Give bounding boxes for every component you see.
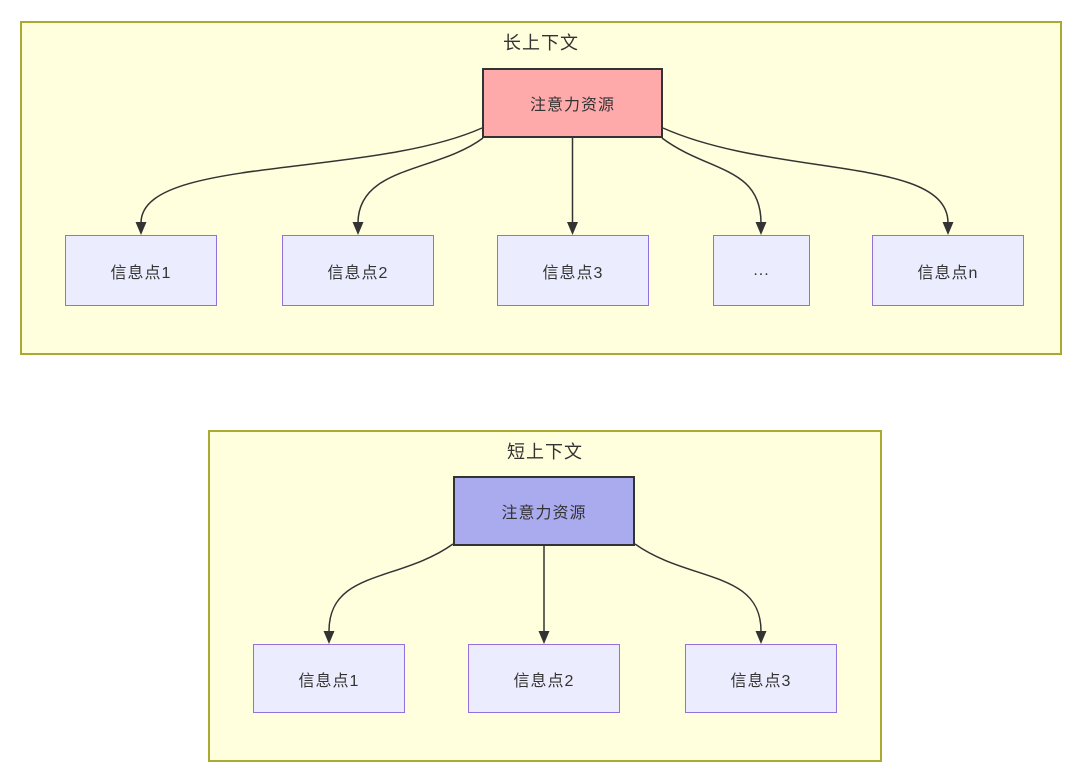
long-context-title: 长上下文 — [503, 33, 579, 53]
short-context-title: 短上下文 — [507, 442, 583, 462]
node-info-point-2-short: 信息点2 — [468, 644, 620, 713]
node-info-point-3-short: 信息点3 — [685, 644, 837, 713]
node-info-point-2-long: 信息点2 — [282, 235, 434, 306]
node-info-point-ellipsis: ... — [713, 235, 810, 306]
node-attention-resource-short: 注意力资源 — [453, 476, 635, 546]
node-attention-resource-long: 注意力资源 — [482, 68, 663, 138]
node-info-point-1-long: 信息点1 — [65, 235, 217, 306]
node-info-point-n: 信息点n — [872, 235, 1024, 306]
node-info-point-1-short: 信息点1 — [253, 644, 405, 713]
node-info-point-3-long: 信息点3 — [497, 235, 649, 306]
